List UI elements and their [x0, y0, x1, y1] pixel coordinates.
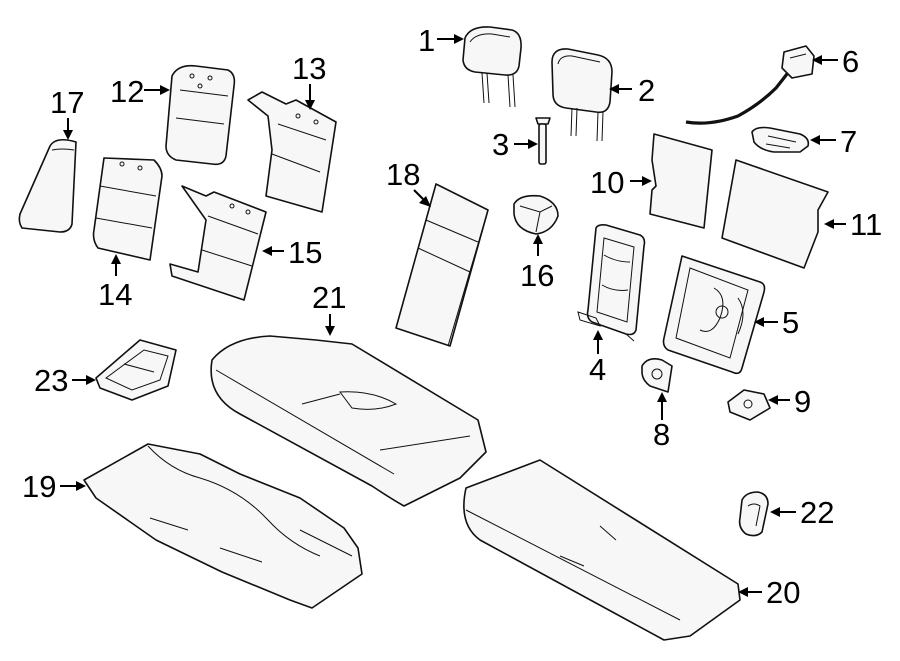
callout-7: 7: [840, 124, 857, 159]
callout-4: 4: [589, 352, 606, 387]
part-12-backrest-cover: [165, 64, 236, 166]
part-15-backrest-panel: [169, 185, 267, 301]
callout-18: 18: [386, 157, 420, 192]
callout-11: 11: [850, 207, 882, 242]
part-2-headrest: [551, 48, 613, 142]
part-20-seat-cushion: [463, 459, 741, 641]
callout-21: 21: [312, 280, 346, 315]
part-18-armrest: [395, 183, 489, 347]
part-8-bracket: [641, 358, 673, 393]
callout-10: 10: [590, 165, 624, 200]
callout-22: 22: [800, 495, 834, 530]
leader-lines: [60, 34, 846, 597]
callout-19: 19: [22, 469, 56, 504]
callout-2: 2: [638, 73, 655, 108]
callout-5: 5: [782, 305, 799, 340]
part-5-backrest-frame: [662, 255, 766, 375]
callout-17: 17: [50, 85, 84, 120]
part-23-storage-tray: [95, 339, 177, 401]
callout-20: 20: [766, 575, 800, 610]
part-7-connector: [751, 126, 810, 153]
callout-23: 23: [34, 363, 68, 398]
part-1-headrest: [462, 26, 522, 108]
callout-1: 1: [418, 23, 435, 58]
part-10-trim-panel: [649, 133, 713, 229]
callout-8: 8: [653, 417, 670, 452]
part-9-bracket: [727, 389, 771, 421]
part-22-trim-cap: [738, 491, 769, 537]
part-4-backrest-frame: [577, 224, 646, 342]
part-13-backrest-cover: [247, 91, 337, 213]
part-14-backrest-pad: [92, 157, 163, 261]
callout-3: 3: [492, 127, 509, 162]
part-16-cap: [513, 194, 559, 235]
part-21-seat-cushion: [210, 335, 487, 507]
part-6-wiring-harness: [685, 45, 815, 125]
callout-9: 9: [794, 384, 811, 419]
callout-12: 12: [110, 74, 144, 109]
callout-15: 15: [288, 235, 322, 270]
part-17-side-bolster: [18, 138, 77, 233]
part-11-trim-panel: [721, 159, 829, 269]
callout-13: 13: [292, 51, 326, 86]
callout-14: 14: [98, 277, 132, 312]
part-3-headrest-guide: [535, 117, 551, 165]
callout-16: 16: [520, 258, 554, 293]
callout-6: 6: [842, 44, 859, 79]
part-19-seat-frame: [83, 443, 363, 609]
